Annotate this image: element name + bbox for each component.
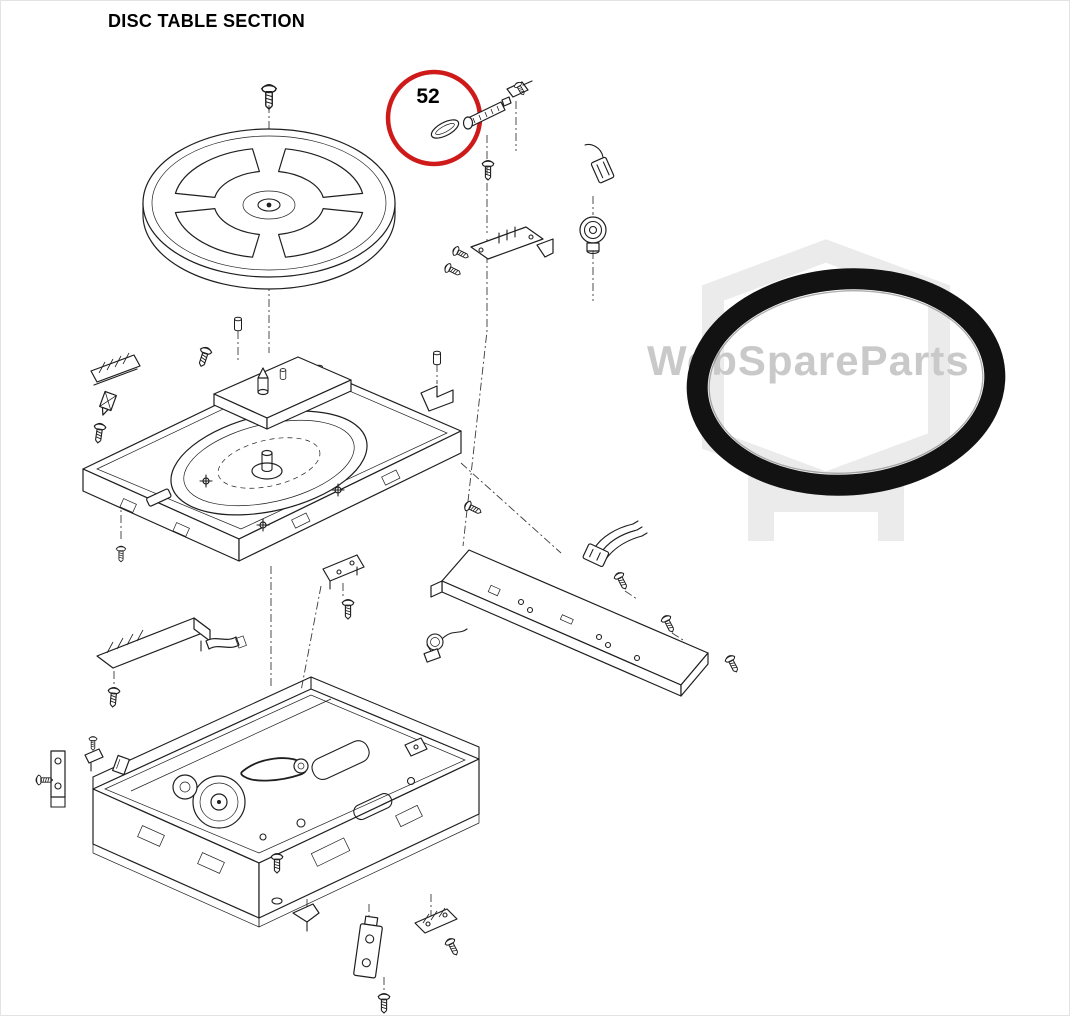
wire-harness	[582, 520, 648, 568]
screw-icon	[442, 262, 463, 279]
guide-bracket	[90, 354, 141, 383]
screw-icon	[377, 992, 391, 1014]
screw-icon	[659, 613, 678, 635]
screw-icon	[612, 570, 631, 592]
screw-icon	[91, 422, 107, 445]
anchor-plug	[99, 390, 117, 416]
flex-ribbon	[205, 636, 240, 650]
screw-icon	[462, 499, 484, 518]
tray-studs	[199, 474, 345, 532]
platter-cutout	[174, 148, 260, 198]
upper-fasteners	[442, 143, 615, 279]
switch-bracket-plate	[470, 226, 544, 260]
side-panel-assembly	[423, 520, 742, 697]
screw-icon	[106, 686, 121, 708]
cable-loop	[423, 628, 468, 663]
connector-wire	[584, 143, 604, 158]
screw-icon	[341, 598, 355, 620]
l-bracket	[536, 238, 554, 258]
screw-icon	[723, 653, 742, 675]
screw-icon	[443, 936, 462, 958]
flex-bracket	[96, 617, 211, 669]
belt-part-52	[430, 119, 460, 139]
platter-cutout	[174, 208, 260, 258]
base-chassis-assembly	[35, 676, 480, 1014]
bottom-bracket-cluster	[292, 903, 462, 1014]
left-brackets	[90, 316, 454, 445]
worm-shaft-assembly	[462, 80, 533, 130]
screw-icon	[450, 245, 471, 262]
idler-gear	[172, 774, 198, 800]
platter-cutout	[278, 148, 364, 198]
callout-number: 52	[416, 85, 439, 108]
drive-pulley	[192, 775, 246, 829]
screw-icon	[88, 736, 98, 751]
main-tray-assembly	[82, 356, 484, 620]
latch-plate	[353, 915, 383, 979]
loading-belt	[240, 757, 308, 782]
screw-icon	[116, 545, 126, 563]
drive-belt	[686, 268, 1006, 496]
spindle-hub	[251, 449, 283, 480]
left-clamp-cluster	[35, 736, 130, 808]
section-title: DISC TABLE SECTION	[108, 11, 306, 31]
z-bracket	[420, 385, 454, 412]
tray-bracket	[322, 554, 365, 582]
damper-pulley	[579, 216, 607, 255]
tray-platform	[213, 356, 352, 430]
screw-icon	[481, 159, 495, 181]
platter-cutout	[278, 208, 364, 258]
standoff-icon	[433, 350, 441, 366]
connector-plug	[590, 156, 615, 184]
flex-cable-assembly	[96, 617, 247, 708]
screw-icon	[35, 774, 54, 786]
disc-table-platter-assembly	[142, 83, 396, 290]
screw-icon	[195, 345, 213, 369]
standoff-icon	[234, 316, 242, 332]
